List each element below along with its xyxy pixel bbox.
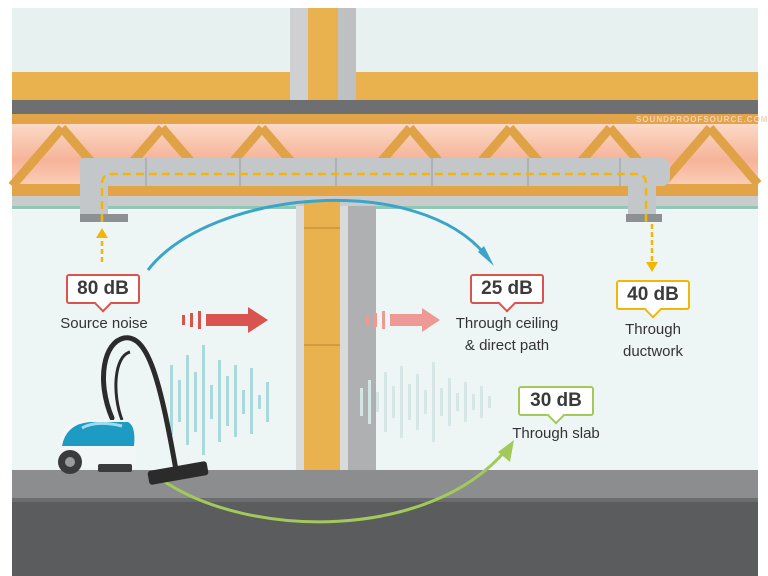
- upper-subfloor-right: [348, 72, 758, 100]
- floor-slab: [12, 500, 758, 576]
- duct-path-line: [100, 172, 648, 222]
- slab-path-arrowhead: [498, 440, 514, 462]
- faint-sound-wave-icon: [360, 362, 491, 442]
- wall-board-left: [296, 206, 304, 498]
- ductwork-path-caption-line1: Through: [625, 321, 681, 338]
- faint-arrow-right-icon: [366, 308, 440, 332]
- duct: [80, 158, 670, 222]
- ceiling-path-caption-line1: Through ceiling: [455, 315, 559, 332]
- floor-surface: [12, 470, 758, 500]
- ceiling-path-arrowhead: [478, 246, 494, 266]
- ductwork-path-badge: 40 dB: [616, 280, 690, 310]
- upper-subfloor-left: [12, 72, 300, 100]
- upper-floor-space: [12, 8, 758, 78]
- slab-path-caption: Through slab: [512, 425, 600, 442]
- ceiling-drywall: [12, 196, 758, 206]
- source-noise-caption: Source noise: [60, 315, 148, 332]
- slab-path-badge: 30 dB: [518, 386, 594, 416]
- arrow-right-icon: [182, 307, 268, 333]
- upper-stud: [308, 8, 338, 100]
- supply-register-right: [626, 214, 662, 222]
- ceiling-path-badge: 25 dB: [470, 274, 544, 304]
- source-noise-badge: 80 dB: [66, 274, 140, 304]
- ceiling-path-caption-line2: & direct path: [464, 337, 550, 354]
- top-chord: [12, 114, 758, 124]
- upper-wall-left: [290, 8, 308, 100]
- sound-wave-icon: [170, 345, 269, 455]
- ceiling-edge-right: [346, 206, 758, 209]
- wall-side-shadow: [348, 206, 376, 498]
- slab-path-arrow: [161, 449, 508, 524]
- supply-register-left: [80, 214, 128, 222]
- ductwork-path-caption-line2: ductwork: [622, 343, 684, 360]
- ceiling-path-arrow: [146, 199, 490, 271]
- floor-slab-line: [12, 100, 758, 114]
- wall-board-right: [340, 206, 348, 498]
- bottom-chord: [12, 184, 758, 196]
- vacuum-cleaner-icon: [58, 335, 209, 485]
- watermark: SOUNDPROOFSOURCE.COM: [636, 115, 768, 124]
- wall-stud: [304, 200, 340, 498]
- duct-arrows: [96, 224, 658, 272]
- upper-wall-right: [338, 8, 356, 100]
- ceiling-edge-left: [12, 206, 302, 209]
